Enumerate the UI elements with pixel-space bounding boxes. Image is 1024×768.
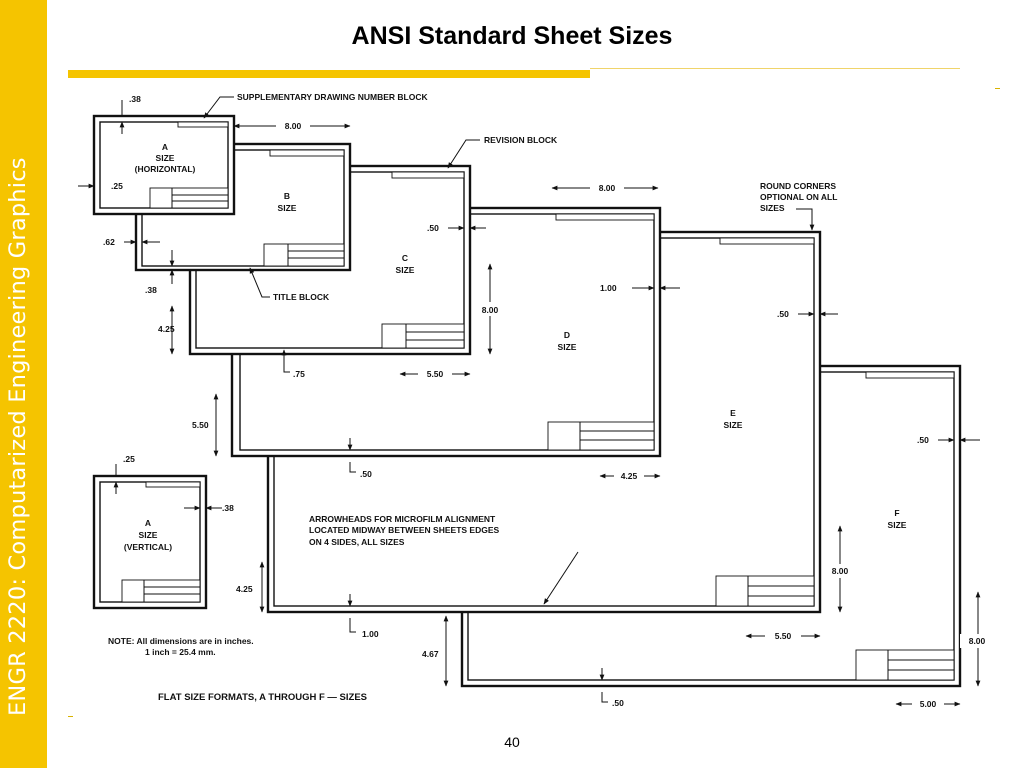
svg-text:5.50: 5.50 bbox=[192, 420, 209, 430]
slide-title: ANSI Standard Sheet Sizes bbox=[351, 22, 673, 50]
svg-text:ROUND CORNERS: ROUND CORNERS bbox=[760, 181, 836, 191]
dim-d-offset: 4.25 bbox=[599, 469, 661, 483]
dim-c-width-right: 8.00 bbox=[474, 263, 506, 355]
sheet-e-letter: E bbox=[730, 408, 736, 418]
sheet-d-size: SIZE bbox=[558, 342, 577, 352]
dim-e-height-left: 4.25 bbox=[236, 561, 265, 613]
svg-text:.25: .25 bbox=[123, 454, 135, 464]
sheet-a-vertical bbox=[92, 474, 208, 610]
dim-a-top-margin: .38 bbox=[119, 94, 141, 134]
svg-text:5.50: 5.50 bbox=[427, 369, 444, 379]
svg-text:8.00: 8.00 bbox=[832, 566, 849, 576]
svg-text:4.25: 4.25 bbox=[236, 584, 253, 594]
svg-text:.50: .50 bbox=[360, 469, 372, 479]
sheet-a-horizontal bbox=[92, 114, 236, 216]
svg-text:.50: .50 bbox=[427, 223, 439, 233]
dim-e-offset: 5.50 bbox=[745, 629, 821, 643]
svg-text:5.00: 5.00 bbox=[920, 699, 937, 709]
svg-text:REVISION BLOCK: REVISION BLOCK bbox=[484, 135, 558, 145]
dim-f-right-margin: .50 bbox=[917, 435, 980, 445]
svg-text:.25: .25 bbox=[111, 181, 123, 191]
svg-text:ARROWHEADS FOR MICROFILM ALIGN: ARROWHEADS FOR MICROFILM ALIGNMENT bbox=[309, 514, 496, 524]
title-underline bbox=[68, 70, 590, 78]
dim-c-bottom-margin: .75 bbox=[281, 349, 305, 379]
svg-text:.50: .50 bbox=[612, 698, 624, 708]
dim-f-height-left: 4.67 bbox=[422, 615, 449, 687]
sheet-a-h-size: SIZE bbox=[156, 153, 175, 163]
corner-tick bbox=[68, 716, 73, 717]
svg-text:OPTIONAL ON ALL: OPTIONAL ON ALL bbox=[760, 192, 837, 202]
dim-d-bottom-margin: .50 bbox=[347, 438, 372, 479]
sheet-a-v-orientation: (VERTICAL) bbox=[124, 542, 172, 552]
sheet-f-letter: F bbox=[894, 508, 899, 518]
dim-d-height-left: 5.50 bbox=[192, 393, 219, 457]
callout-supplementary: SUPPLEMENTARY DRAWING NUMBER BLOCK bbox=[203, 92, 428, 119]
callout-round-corners: ROUND CORNERS OPTIONAL ON ALL SIZES bbox=[760, 181, 837, 231]
sheet-a-v-size: SIZE bbox=[139, 530, 158, 540]
sheet-c-size: SIZE bbox=[396, 265, 415, 275]
dim-e-height-right: 8.00 bbox=[823, 525, 857, 613]
svg-text:8.00: 8.00 bbox=[482, 305, 499, 315]
svg-text:8.00: 8.00 bbox=[285, 121, 302, 131]
svg-text:SIZES: SIZES bbox=[760, 203, 785, 213]
side-accent-bar bbox=[0, 0, 47, 768]
dim-f-bottom-margin: .50 bbox=[599, 668, 624, 708]
dim-e-bottom-margin: 1.00 bbox=[347, 594, 379, 639]
svg-text:.38: .38 bbox=[145, 285, 157, 295]
svg-text:5.50: 5.50 bbox=[775, 631, 792, 641]
dim-d-right-margin: 1.00 bbox=[600, 283, 680, 293]
sheet-e-size: SIZE bbox=[724, 420, 743, 430]
svg-text:.50: .50 bbox=[777, 309, 789, 319]
svg-text:TITLE BLOCK: TITLE BLOCK bbox=[273, 292, 330, 302]
sheet-a-h-letter: A bbox=[162, 142, 168, 152]
dim-c-right-margin: .50 bbox=[427, 223, 486, 233]
dim-e-right-margin-top: .50 bbox=[777, 309, 838, 319]
svg-text:1.00: 1.00 bbox=[362, 629, 379, 639]
svg-text:.50: .50 bbox=[917, 435, 929, 445]
svg-text:1.00: 1.00 bbox=[600, 283, 617, 293]
callout-revision: REVISION BLOCK bbox=[447, 135, 558, 169]
sheet-d-letter: D bbox=[564, 330, 570, 340]
dim-c-height: 4.25 bbox=[158, 305, 175, 355]
svg-text:4.25: 4.25 bbox=[158, 324, 175, 334]
svg-text:SUPPLEMENTARY DRAWING NUMBER B: SUPPLEMENTARY DRAWING NUMBER BLOCK bbox=[237, 92, 428, 102]
figure-note-line2: 1 inch = 25.4 mm. bbox=[145, 647, 216, 657]
dim-a-v-right-margin: .38 bbox=[184, 503, 234, 513]
figure-caption: FLAT SIZE FORMATS, A THROUGH F — SIZES bbox=[158, 692, 367, 703]
sheet-a-v-letter: A bbox=[145, 518, 151, 528]
svg-text:LOCATED MIDWAY BETWEEN SHEETS: LOCATED MIDWAY BETWEEN SHEETS EDGES bbox=[309, 525, 500, 535]
dim-b-bottom-margin: .38 bbox=[145, 250, 175, 295]
dim-b-width: 8.00 bbox=[233, 118, 351, 132]
svg-text:.38: .38 bbox=[129, 94, 141, 104]
dim-f-offset: 5.00 bbox=[895, 697, 961, 711]
dim-a-left-margin: .25 bbox=[78, 181, 123, 191]
svg-text:8.00: 8.00 bbox=[599, 183, 616, 193]
callout-arrowheads: ARROWHEADS FOR MICROFILM ALIGNMENT LOCAT… bbox=[309, 514, 579, 605]
sheet-c-letter: C bbox=[402, 253, 408, 263]
svg-text:4.67: 4.67 bbox=[422, 649, 439, 659]
corner-tick bbox=[995, 88, 1000, 89]
svg-text:.38: .38 bbox=[222, 503, 234, 513]
page-number: 40 bbox=[504, 734, 520, 750]
callout-title-block: TITLE BLOCK bbox=[249, 267, 330, 302]
dim-b-left-margin: .62 bbox=[103, 237, 160, 247]
sheet-b-letter: B bbox=[284, 191, 290, 201]
svg-text:8.00: 8.00 bbox=[969, 636, 986, 646]
svg-text:4.25: 4.25 bbox=[621, 471, 638, 481]
svg-text:.75: .75 bbox=[293, 369, 305, 379]
svg-text:ON 4 SIDES, ALL SIZES: ON 4 SIDES, ALL SIZES bbox=[309, 537, 405, 547]
dim-d-width: 8.00 bbox=[551, 180, 659, 194]
svg-text:.62: .62 bbox=[103, 237, 115, 247]
sheet-f-size: SIZE bbox=[888, 520, 907, 530]
dim-f-height-right: 8.00 bbox=[960, 591, 994, 687]
title-rule bbox=[590, 68, 960, 69]
sheet-b-size: SIZE bbox=[278, 203, 297, 213]
dim-a-v-top-margin: .25 bbox=[113, 454, 135, 494]
figure-note-line1: NOTE: All dimensions are in inches. bbox=[108, 636, 254, 646]
dim-c-offset: 5.50 bbox=[399, 367, 471, 381]
sheet-a-h-orientation: (HORIZONTAL) bbox=[135, 164, 196, 174]
